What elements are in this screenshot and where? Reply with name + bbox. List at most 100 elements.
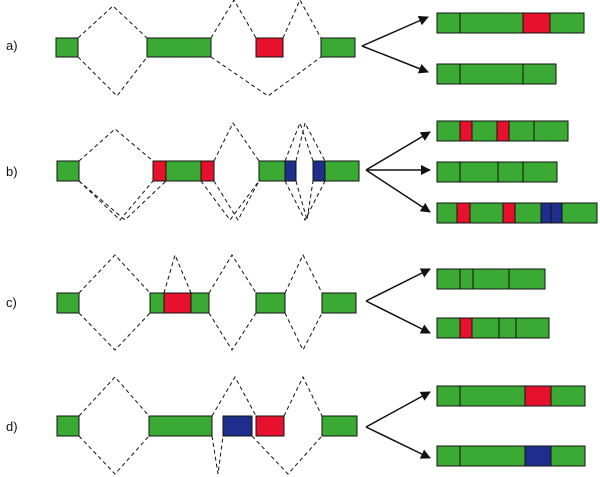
isoform-bar-segment bbox=[524, 385, 552, 407]
panel-label-d: d) bbox=[6, 419, 18, 434]
isoform-bar-segment bbox=[522, 161, 558, 183]
isoform-bar-segment bbox=[496, 120, 510, 142]
splice-line bbox=[78, 312, 151, 351]
alternative-exon-box bbox=[312, 160, 326, 182]
panel-label-c: c) bbox=[6, 295, 17, 310]
isoform-arrow bbox=[365, 391, 431, 428]
exon-box bbox=[146, 37, 212, 58]
splice-line bbox=[163, 253, 192, 294]
isoform-bar-segment bbox=[533, 120, 569, 142]
exon-box bbox=[320, 37, 356, 58]
isoform-bar-segment bbox=[436, 161, 461, 183]
exon-box bbox=[56, 415, 80, 437]
isoform-arrow bbox=[365, 169, 431, 213]
isoform-arrow bbox=[361, 16, 429, 47]
splice-line bbox=[284, 121, 314, 162]
isoform-bar-segment bbox=[472, 268, 510, 290]
splice-line bbox=[282, 0, 322, 39]
isoform-bar-segment bbox=[550, 202, 563, 224]
isoform-bar-segment bbox=[459, 63, 524, 85]
isoform-bar-segment bbox=[436, 385, 461, 407]
alternative-exon-box bbox=[222, 415, 253, 437]
isoform-bar-segment bbox=[497, 161, 524, 183]
exon-box bbox=[258, 160, 286, 182]
splice-line bbox=[208, 254, 257, 294]
isoform-arrow bbox=[365, 131, 431, 171]
isoform-bar-segment bbox=[550, 445, 586, 467]
isoform-arrow bbox=[365, 268, 431, 302]
alternative-exon-box bbox=[163, 292, 192, 314]
isoform-bar-segment bbox=[502, 202, 516, 224]
isoform-bar-segment bbox=[540, 202, 552, 224]
isoform-arrow bbox=[361, 45, 429, 74]
isoform-bar-segment bbox=[459, 317, 473, 339]
splice-line bbox=[284, 180, 326, 222]
isoform-bar-segment bbox=[459, 161, 499, 183]
panel-label-b: b) bbox=[6, 164, 18, 179]
exon-box bbox=[321, 415, 358, 437]
isoform-bar-segment bbox=[471, 120, 498, 142]
isoform-bar-segment bbox=[436, 268, 461, 290]
isoform-bar-segment bbox=[522, 63, 557, 85]
splice-line bbox=[78, 435, 150, 475]
exon-box bbox=[324, 160, 360, 182]
panel-label-a: a) bbox=[6, 38, 18, 53]
isoform-bar-segment bbox=[436, 63, 461, 85]
splice-line bbox=[78, 180, 167, 221]
isoform-bar-segment bbox=[456, 202, 471, 224]
exon-box bbox=[255, 292, 286, 314]
isoform-bar-segment bbox=[459, 445, 526, 467]
splice-line bbox=[210, 0, 257, 39]
splice-line bbox=[200, 180, 260, 221]
isoform-bar-segment bbox=[550, 385, 586, 407]
isoform-bar-segment bbox=[436, 12, 461, 34]
splice-line bbox=[208, 312, 257, 351]
isoform-arrow bbox=[365, 426, 431, 459]
isoform-bar-segment bbox=[436, 317, 461, 339]
splice-line bbox=[211, 435, 224, 475]
isoform-arrow bbox=[365, 300, 431, 334]
alternative-exon-box bbox=[200, 160, 215, 182]
splice-line bbox=[78, 128, 154, 162]
splice-line bbox=[78, 376, 150, 417]
splice-line bbox=[295, 180, 314, 221]
splice-line bbox=[283, 375, 323, 417]
splice-line bbox=[77, 56, 148, 97]
splice-line bbox=[251, 435, 323, 475]
splice-line bbox=[78, 254, 151, 294]
alternative-exon-box bbox=[152, 160, 167, 182]
exon-box bbox=[321, 292, 357, 314]
isoform-bar-segment bbox=[508, 120, 535, 142]
isoform-bar-segment bbox=[522, 12, 551, 34]
isoform-bar-segment bbox=[514, 202, 542, 224]
splice-line bbox=[284, 253, 323, 294]
splice-line bbox=[210, 56, 322, 97]
isoform-bar-segment bbox=[471, 317, 500, 339]
splice-line bbox=[213, 122, 260, 162]
isoform-bar-segment bbox=[459, 385, 526, 407]
isoform-bar-segment bbox=[549, 12, 585, 34]
exon-box bbox=[55, 37, 79, 58]
splice-line bbox=[77, 5, 148, 39]
isoform-bar-segment bbox=[436, 445, 461, 467]
alternative-exon-box bbox=[284, 160, 297, 182]
isoform-bar-segment bbox=[561, 202, 598, 224]
splice-line bbox=[213, 180, 260, 222]
exon-box bbox=[56, 160, 80, 182]
exon-box bbox=[165, 160, 202, 182]
exon-box bbox=[148, 415, 213, 437]
exon-box bbox=[190, 292, 210, 314]
isoform-bar-segment bbox=[498, 317, 517, 339]
alternative-exon-box bbox=[255, 415, 285, 437]
diagram-shapes bbox=[55, 0, 598, 475]
exon-box bbox=[56, 292, 80, 314]
splice-line bbox=[295, 121, 326, 162]
exon-box bbox=[149, 292, 165, 314]
splice-line bbox=[78, 180, 154, 221]
isoform-bar-segment bbox=[515, 317, 550, 339]
isoform-bar-segment bbox=[469, 202, 504, 224]
isoform-bar-segment bbox=[459, 120, 473, 142]
isoform-bar-segment bbox=[459, 12, 524, 34]
splice-line bbox=[211, 375, 257, 417]
